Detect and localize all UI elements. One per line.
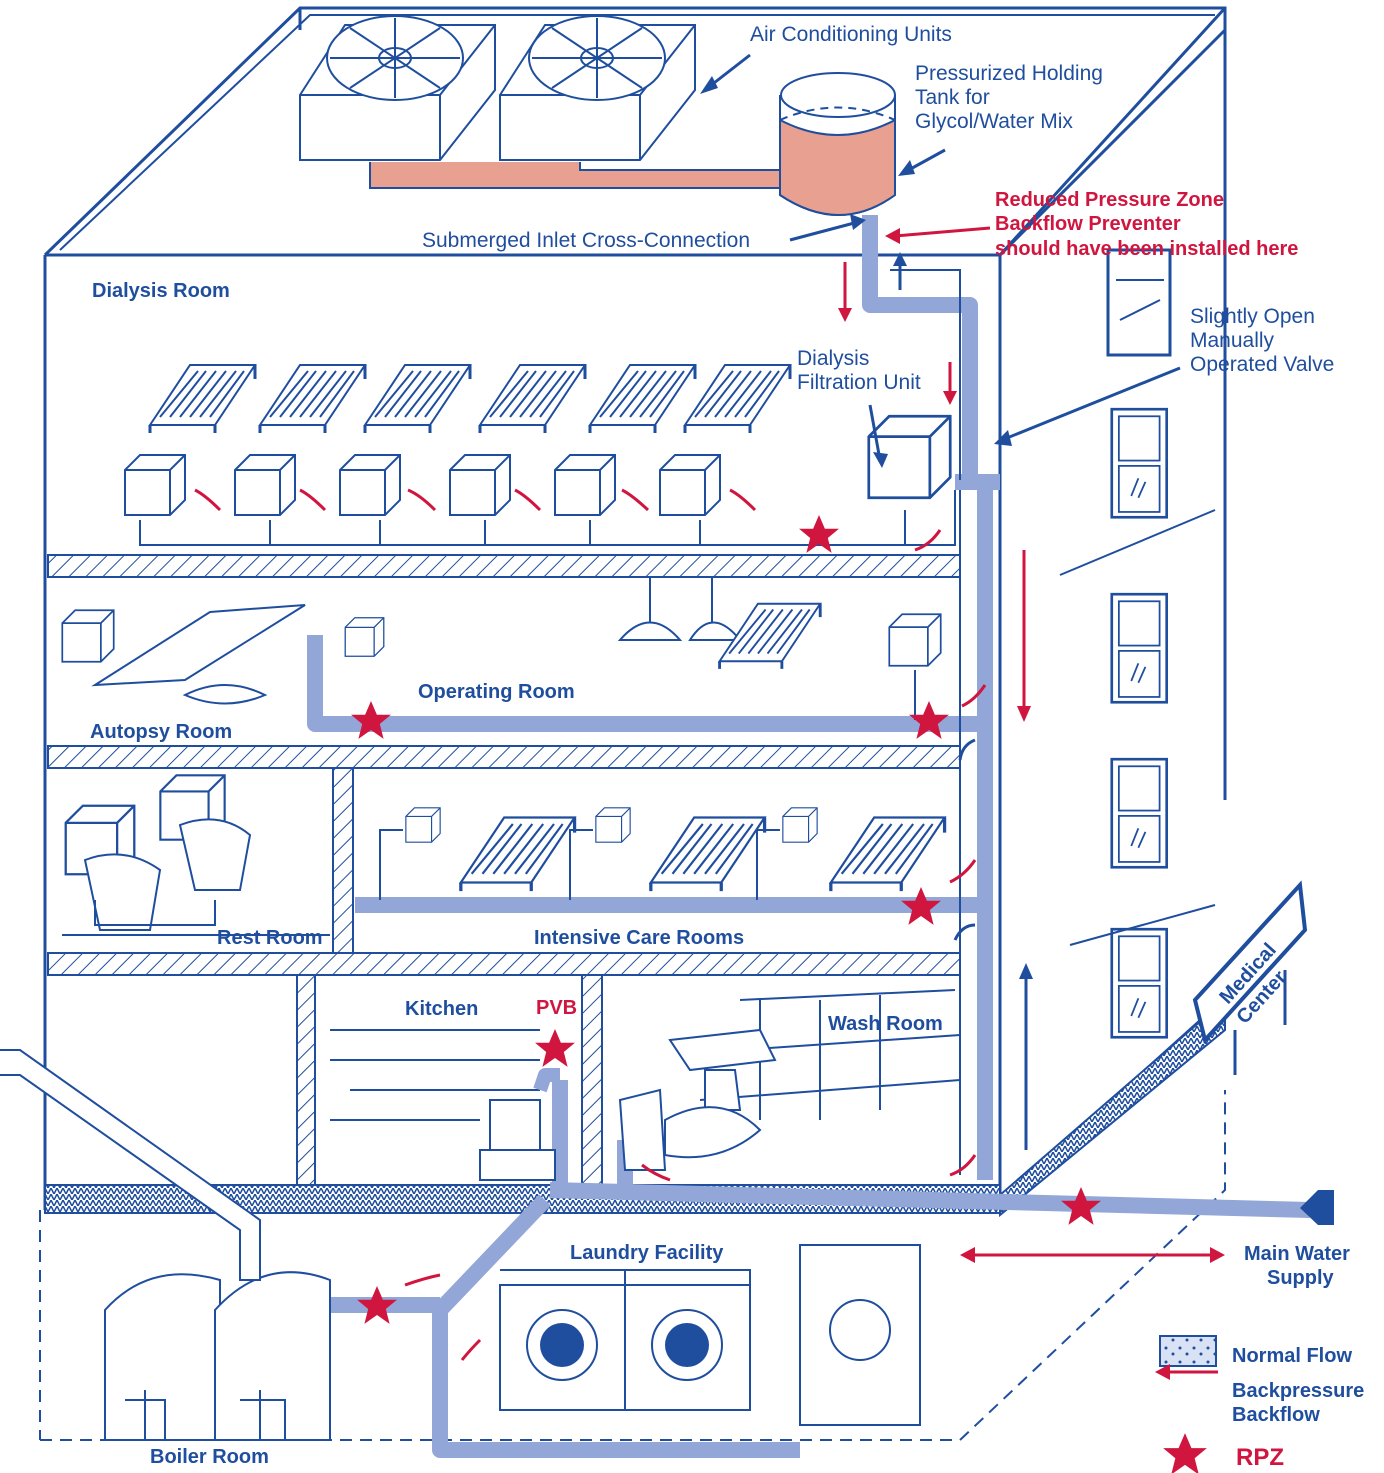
main-water-label-1: Main Water: [1244, 1243, 1350, 1265]
rpz-callout-1: Reduced Pressure Zone: [995, 189, 1224, 211]
normal-flow-swatch: [1159, 1335, 1217, 1367]
ac-units: [299, 15, 801, 189]
rpz-callout-2: Backflow Preventer: [995, 213, 1181, 235]
room-labels: Dialysis Room Operating Room Autopsy Roo…: [90, 280, 943, 1468]
room-boiler: Boiler Room: [150, 1446, 269, 1468]
room-operating: Operating Room: [418, 681, 575, 703]
ac-units-label: Air Conditioning Units: [750, 23, 952, 46]
operating-fixtures: [61, 578, 942, 720]
room-laundry: Laundry Facility: [570, 1242, 724, 1264]
holding-tank: [779, 72, 896, 216]
room-kitchen: Kitchen: [405, 998, 478, 1020]
legend-backpressure-1: Backpressure: [1232, 1380, 1364, 1402]
tank-label-2: Tank for: [915, 86, 990, 109]
legend-normal-flow: Normal Flow: [1232, 1345, 1352, 1367]
main-water-label-2: Supply: [1267, 1267, 1335, 1289]
kitchen-fixtures: [330, 1029, 560, 1181]
legend-rpz: RPZ: [1236, 1444, 1284, 1471]
room-autopsy: Autopsy Room: [90, 721, 232, 743]
valve-label-3: Operated Valve: [1190, 353, 1334, 376]
valve-label-1: Slightly Open: [1190, 305, 1315, 328]
medical-center-sign: [1192, 880, 1308, 1075]
legend-star-icon: [1163, 1433, 1207, 1473]
room-dialysis: Dialysis Room: [92, 280, 230, 302]
water-pipes: [139, 215, 1311, 1458]
boiler-fixtures: [0, 1049, 331, 1441]
room-rest: Rest Room: [217, 927, 323, 949]
submerged-inlet-label: Submerged Inlet Cross-Connection: [422, 229, 750, 252]
laundry-fixtures: [499, 1244, 921, 1426]
pvb-label: PVB: [536, 997, 577, 1019]
rpz-callout-3: should have been installed here: [995, 238, 1298, 260]
filtration-label-2: Filtration Unit: [797, 371, 921, 394]
legend: Normal Flow Backpressure Backflow RPZ: [1155, 1335, 1364, 1473]
intensive-care-fixtures: [379, 806, 947, 900]
rpz-star-icon: [799, 515, 839, 553]
room-wash: Wash Room: [828, 1013, 943, 1035]
restroom-fixtures: [62, 774, 330, 936]
tank-label-3: Glycol/Water Mix: [915, 110, 1073, 133]
legend-backpressure-2: Backflow: [1232, 1404, 1320, 1426]
washroom-fixtures: [618, 989, 961, 1171]
valve-label-2: Manually: [1190, 329, 1275, 352]
rpz-star-icon: [535, 1029, 575, 1067]
filtration-label-1: Dialysis: [797, 347, 869, 370]
room-intensive: Intensive Care Rooms: [534, 927, 744, 949]
facade-windows: [1059, 248, 1216, 1039]
tank-label-1: Pressurized Holding: [915, 62, 1103, 85]
annotation-arrows: [194, 53, 1334, 1361]
